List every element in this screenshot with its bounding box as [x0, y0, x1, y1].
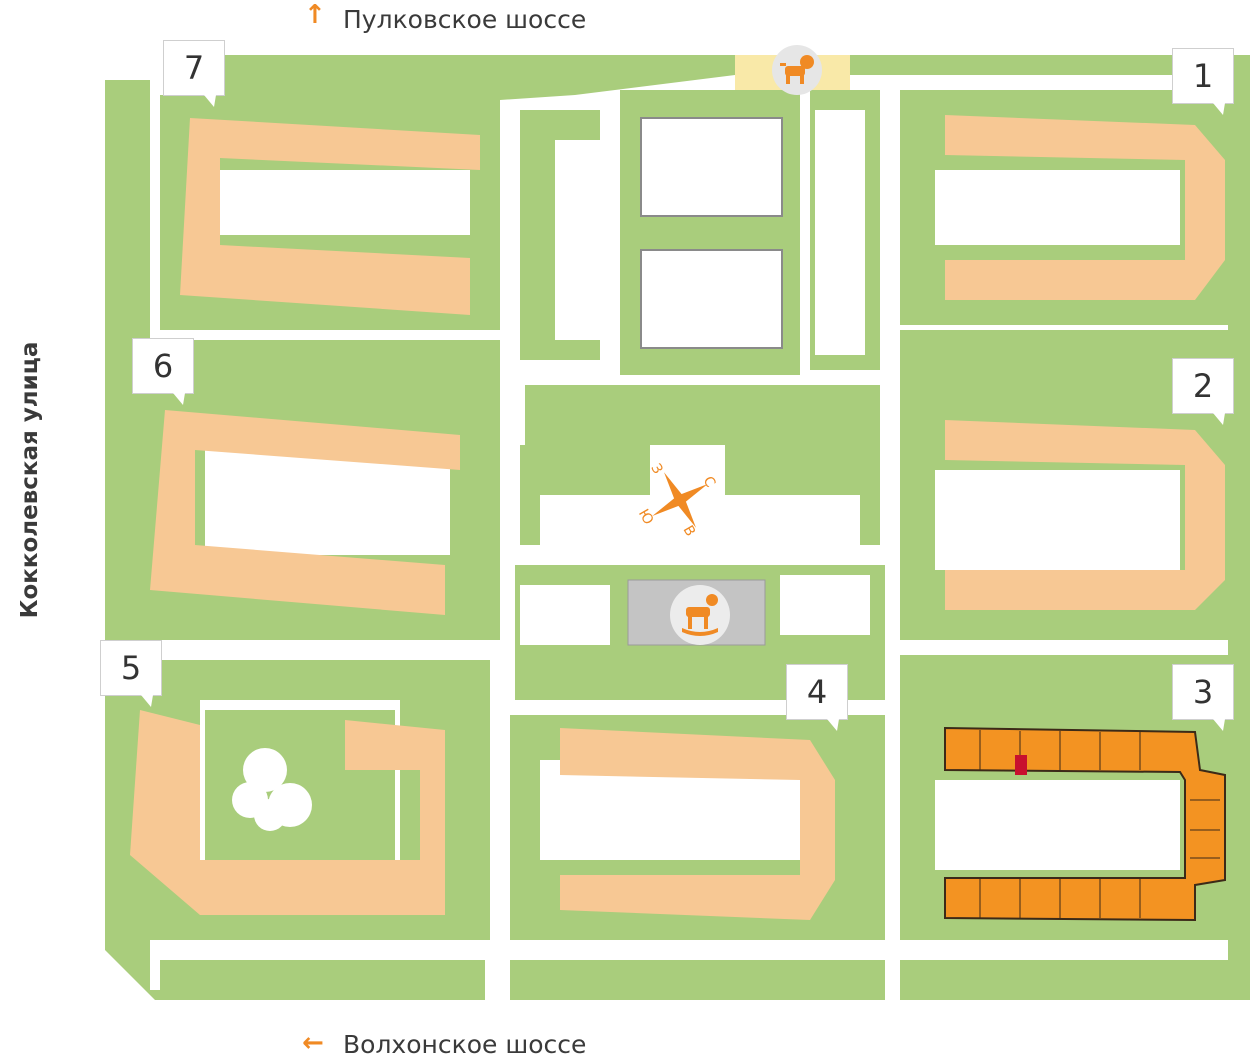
path-plaza-left	[540, 495, 650, 555]
selected-apartment-marker[interactable]	[1015, 755, 1027, 775]
building-7-label[interactable]: 7	[163, 40, 225, 107]
sports-field-north	[640, 117, 783, 217]
south-green-center	[510, 960, 885, 1000]
building-7[interactable]	[180, 118, 480, 315]
compass-icon	[652, 472, 708, 528]
building-2-label[interactable]: 2	[1172, 358, 1234, 425]
west-arrow-icon: ←	[302, 1028, 324, 1058]
building-6-label[interactable]: 6	[132, 338, 194, 405]
building-1-label[interactable]: 1	[1172, 48, 1234, 115]
sports-field-south	[640, 249, 783, 349]
building-3-label[interactable]: 3	[1172, 664, 1234, 731]
south-green-east	[900, 960, 1250, 1000]
rocking-horse-icon	[682, 594, 718, 636]
north-east-green-strip	[850, 55, 1250, 75]
building-1[interactable]	[945, 115, 1225, 300]
north-arrow-icon: ↑	[304, 0, 326, 30]
building-6[interactable]	[150, 410, 460, 615]
dog-icon	[780, 55, 814, 84]
buildings	[130, 115, 1225, 920]
building-4[interactable]	[560, 728, 835, 920]
courtyard-3	[935, 780, 1180, 870]
courtyard-2	[935, 470, 1180, 570]
north-green-strip	[225, 55, 735, 100]
road-label-west: Кокколевская улица	[17, 341, 43, 619]
building-4-label[interactable]: 4	[786, 664, 848, 731]
south-green-west	[160, 960, 485, 1000]
east-green-strip	[1228, 70, 1250, 1000]
path-central-west	[555, 140, 600, 340]
path-kg-right	[780, 575, 870, 635]
courtyard-1	[935, 170, 1180, 245]
building-5-label[interactable]: 5	[100, 640, 162, 707]
path-central-east	[815, 110, 865, 355]
building-3[interactable]	[944, 726, 1226, 922]
courtyard-7	[215, 170, 470, 235]
building-2[interactable]	[945, 420, 1225, 610]
path-plaza-right	[725, 495, 860, 555]
building-5[interactable]	[130, 710, 445, 915]
path-kg-left	[520, 585, 610, 645]
central-green-band	[525, 385, 880, 445]
road-label-south: Волхонское шоссе	[343, 1030, 587, 1059]
road-label-north: Пулковское шоссе	[343, 5, 587, 34]
